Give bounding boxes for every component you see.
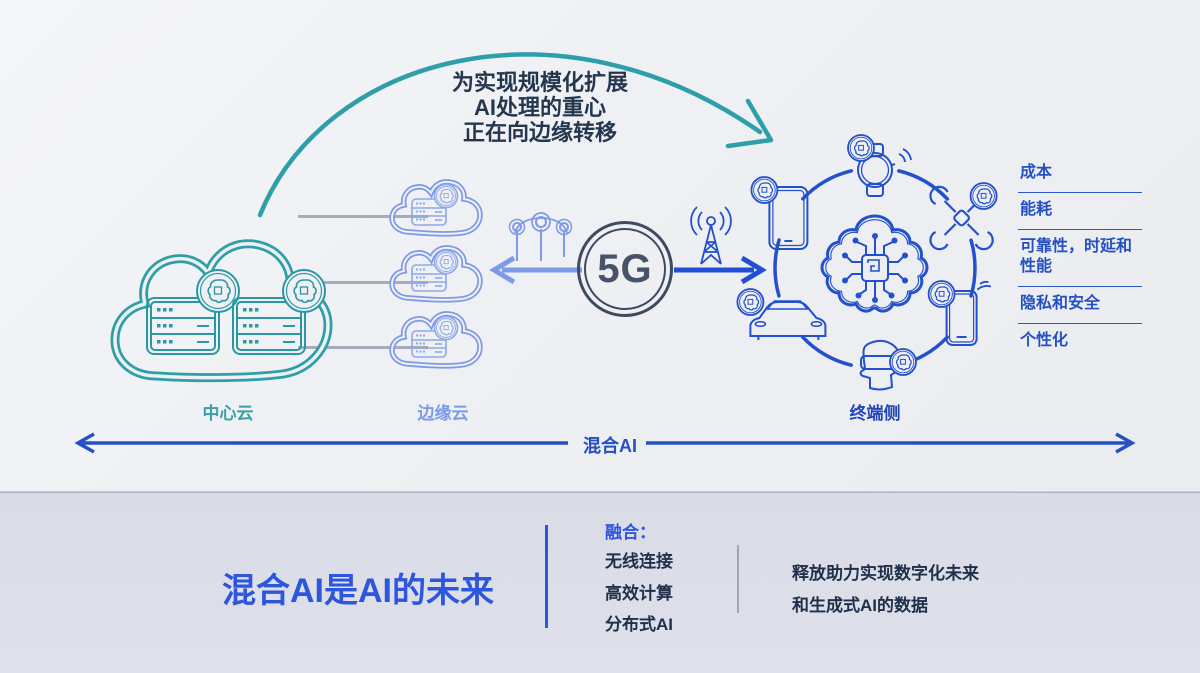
footer-statement: 释放助力实现数字化未来 和生成式AI的数据 — [792, 558, 979, 622]
ai-brain-badge-icon — [196, 269, 240, 313]
drone-icon — [929, 182, 998, 251]
footer-blue-divider — [545, 525, 548, 628]
central-cloud-label: 中心云 — [202, 404, 254, 423]
benefit-item-privacy: 隐私和安全 — [1018, 287, 1142, 324]
ai-brain-chip-icon — [820, 214, 929, 313]
headline-line-1: 为实现规模化扩展 — [451, 70, 628, 95]
benefit-item-reliability: 可靠性，时延和性能 — [1018, 230, 1142, 287]
connector-line-middle — [298, 281, 428, 284]
device-side-ring — [736, 134, 998, 391]
benefit-item-cost: 成本 — [1018, 156, 1142, 193]
fusion-item-distributed-ai: 分布式AI — [605, 615, 673, 634]
fusion-heading: 融合： — [605, 523, 656, 542]
fusion-item-wireless: 无线连接 — [605, 552, 673, 571]
edge-cloud-label: 边缘云 — [417, 404, 469, 423]
xr-headset-person-icon — [859, 340, 917, 391]
benefit-item-personalization: 个性化 — [1020, 332, 1069, 349]
server-rack-icon — [232, 297, 306, 355]
headline-text: 为实现规模化扩展 AI处理的重心 正在向边缘转移 — [390, 70, 690, 145]
central-cloud-icon — [110, 239, 333, 383]
hybrid-ai-axis-label: 混合AI — [583, 436, 637, 456]
edge-clouds-icon — [386, 170, 492, 376]
section-divider — [0, 490, 1200, 493]
cell-tower-icon — [690, 206, 732, 265]
connector-line-bottom — [298, 346, 428, 349]
device-side-label: 终端侧 — [849, 404, 901, 423]
five-g-label: 5G — [597, 246, 653, 291]
connector-line-top — [298, 215, 428, 218]
arrow-to-edge-cloud — [489, 255, 582, 285]
tablet-icon — [750, 176, 809, 250]
ai-brain-badge-icon — [282, 269, 326, 313]
footer-band — [0, 493, 1200, 673]
fusion-item-computing: 高效计算 — [605, 583, 673, 603]
headline-line-3: 正在向边缘转移 — [462, 120, 617, 145]
smartphone-icon — [927, 280, 992, 346]
benefit-item-energy: 能耗 — [1018, 193, 1142, 230]
edge-shift-arc-arrow — [257, 52, 774, 218]
small-cell-antennas-icon — [508, 212, 573, 261]
hybrid-ai-axis-arrow — [74, 432, 1136, 454]
footer-statement-line-1: 释放助力实现数字化未来 — [792, 564, 979, 583]
footer-statement-line-2: 和生成式AI的数据 — [792, 596, 928, 615]
fusion-block: 融合： 无线连接 高效计算 分布式AI — [605, 520, 673, 641]
headline-line-2: AI处理的重心 — [473, 95, 606, 120]
footer-title: 混合AI是AI的未来 — [222, 572, 494, 610]
footer-gray-divider — [737, 545, 739, 613]
arrow-to-device-side — [674, 255, 767, 285]
car-icon — [736, 288, 827, 340]
benefits-list: 成本 能耗 可靠性，时延和性能 隐私和安全 个性化 — [1018, 156, 1142, 360]
smartwatch-icon — [847, 134, 912, 197]
server-rack-icon — [146, 297, 220, 355]
five-g-badge: 5G — [577, 221, 673, 317]
